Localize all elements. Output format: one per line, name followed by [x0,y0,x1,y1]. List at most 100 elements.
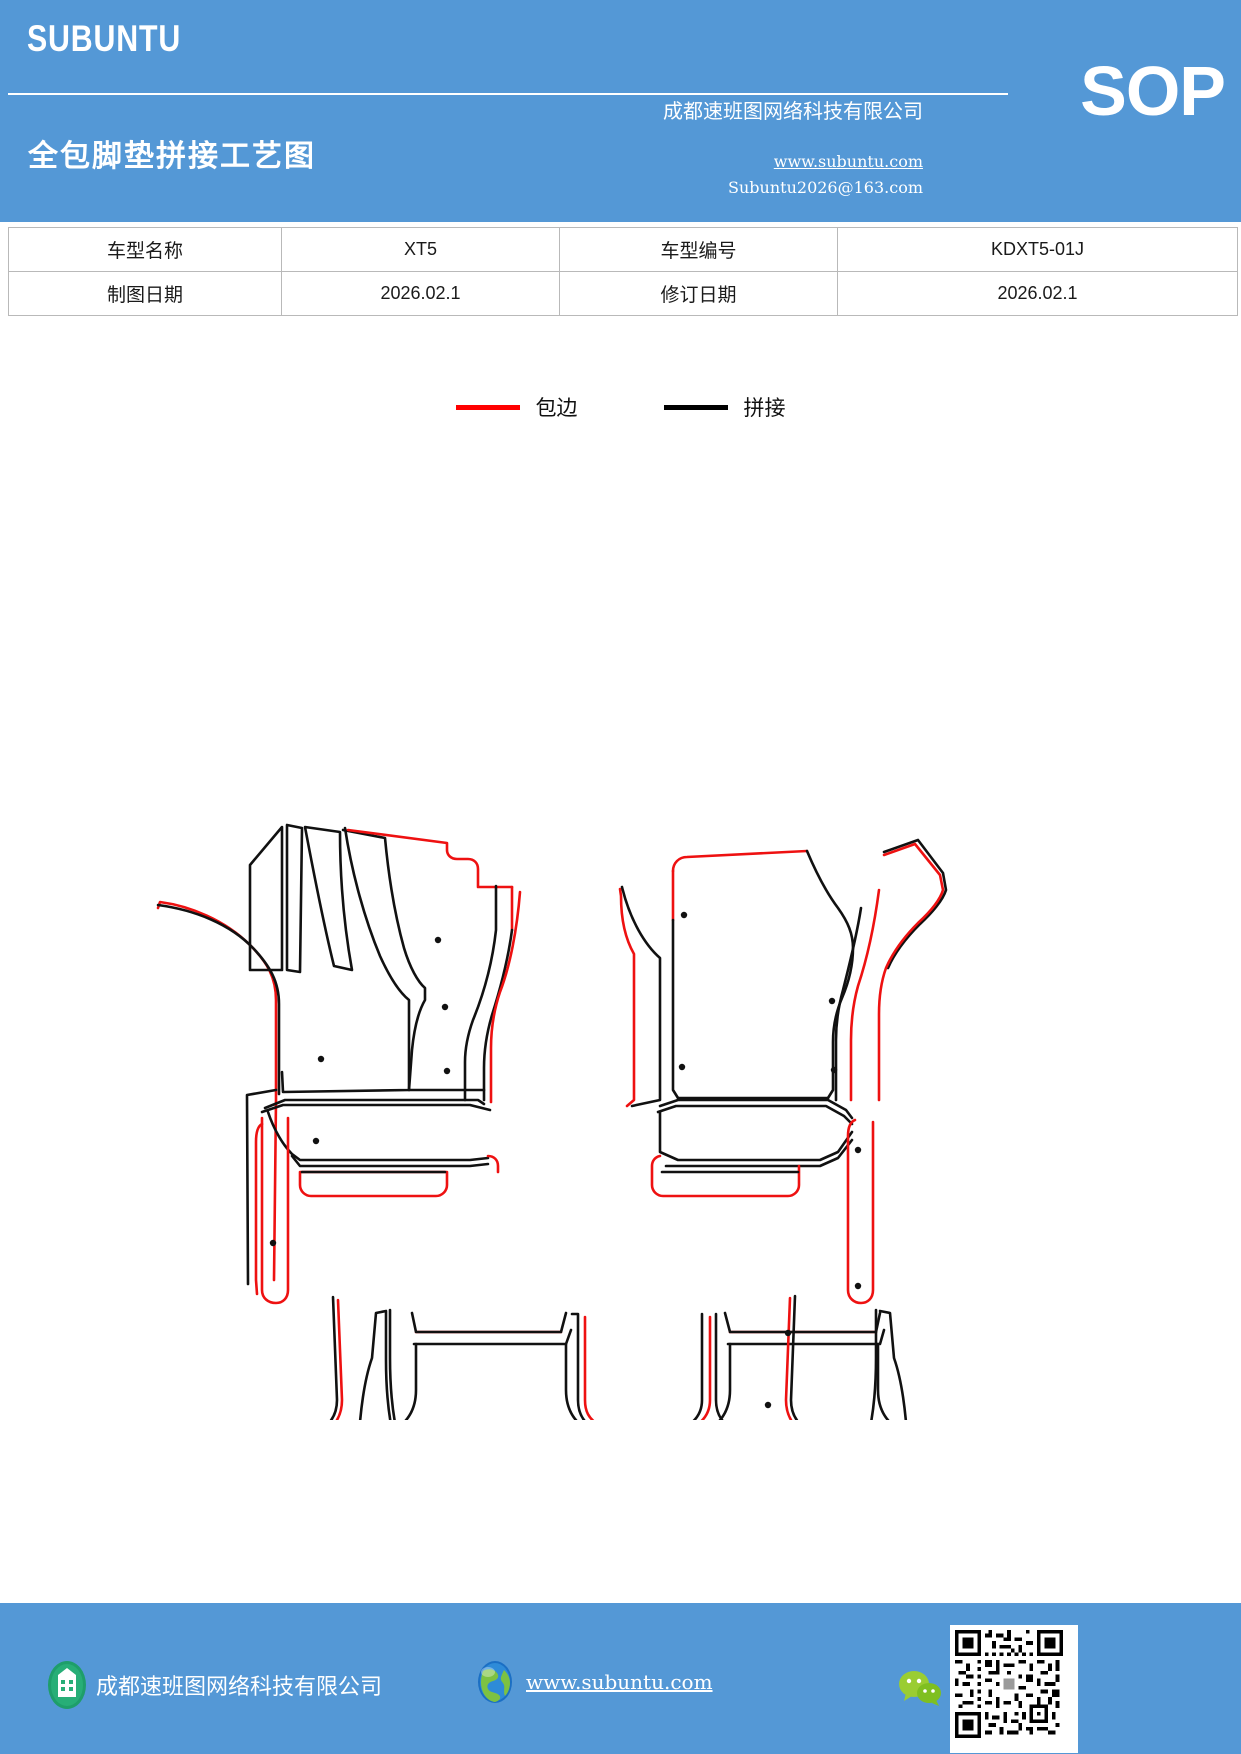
driver-band-left-curve-2 [290,1154,490,1168]
passenger-band-top [658,1098,854,1120]
black-line-swatch-icon [663,404,728,410]
model-name-value: XT5 [281,227,560,272]
mat-pattern-svg [156,823,948,1420]
driver-band-top-2 [260,1103,492,1114]
footer-company-block: 成都速班图网络科技有限公司 [46,1659,382,1711]
passenger-top-right-wing-red [877,842,945,1102]
passenger-sill-piece-red [650,1154,801,1198]
passenger-band-top-2 [656,1104,854,1126]
driver-mat-top-black-seam [280,828,427,1094]
rear-left-wing-red [335,1298,344,1420]
page-title: 全包脚垫拼接工艺图 [28,139,316,174]
passenger-right-piece-black [834,906,863,1102]
page-footer: 成都速班图网络科技有限公司 www.subuntu.com [0,1603,1241,1754]
driver-mat-top-red-binding [346,828,514,889]
rear-upper-left-piece [410,1311,568,1334]
rivet-dot [678,1063,686,1071]
model-code-label: 车型编号 [559,227,838,272]
driver-side-front-mat [156,823,522,1305]
rear-upper-left-leg [404,1342,418,1420]
vehicle-info-table: 车型名称 XT5 车型编号 KDXT5-01J 制图日期 2026.02.1 修… [8,227,1238,316]
footer-website-link[interactable]: www.subuntu.com [526,1670,713,1694]
legend: 包边 拼接 [0,392,1241,422]
rivet-dot [434,936,442,944]
rear-left-wing-black [329,1295,339,1420]
table-row: 制图日期 2026.02.1 修订日期 2026.02.1 [8,271,1238,316]
revision-date-label: 修订日期 [559,271,838,316]
sop-badge: SOP [1080,52,1226,130]
rivet-dot [764,1401,772,1409]
passenger-left-flap-red [618,887,636,1108]
qr-code [950,1625,1078,1753]
rivet-dot [312,1137,320,1145]
page-header: SUBUNTU 全包脚垫拼接工艺图 成都速班图网络科技有限公司 SOP www.… [0,0,1241,222]
driver-top-left-piece [248,825,284,972]
driver-left-flap-bottom [245,1088,278,1286]
qr-code-image [955,1630,1063,1738]
building-icon [48,1661,86,1709]
rear-tunnel-right-outer [714,1312,724,1420]
driver-band-left-curve [266,1110,490,1162]
rear-left-rail-black [358,1309,392,1420]
table-row: 车型名称 XT5 车型编号 KDXT5-01J [8,227,1238,272]
rear-tunnel-right-red [700,1315,712,1420]
rear-floor-mat [329,1294,908,1420]
driver-mat-inner-seam [343,826,411,1092]
floor-mat-technical-drawing [0,400,1241,1420]
rear-right-rail-inner [870,1308,878,1420]
brand-logo: SUBUNTU [27,18,182,59]
revision-date-value: 2026.02.1 [837,271,1238,316]
legend-item-splice: 拼接 [663,392,786,422]
header-divider [8,93,1008,95]
rear-right-rail-black [878,1309,908,1420]
rear-upper-right-piece-2 [726,1328,886,1346]
legend-label-binding: 包边 [535,396,578,420]
rear-upper-right-leg [718,1342,732,1420]
rivet-dot [828,997,836,1005]
rear-left-rail-inner [388,1308,396,1420]
driver-right-side-piece [463,884,498,1102]
footer-company-name: 成都速班图网络科技有限公司 [96,1675,383,1700]
draw-date-value: 2026.02.1 [281,271,560,316]
rivet-dot [441,1003,449,1011]
rivet-dot [680,911,688,919]
rear-upper-right-piece [723,1311,882,1334]
model-code-value: KDXT5-01J [837,227,1238,272]
driver-long-left-strip [260,1116,290,1305]
rear-upper-left-leg-r [564,1342,578,1420]
rivet-dot [443,1067,451,1075]
passenger-long-right-strip [846,1118,875,1305]
footer-website-block[interactable]: www.subuntu.com [474,1659,713,1705]
header-email: Subuntu2026@163.com [728,178,923,197]
passenger-band-body [658,1110,854,1162]
header-company-name: 成都速班图网络科技有限公司 [663,99,923,123]
rear-right-wing-black [789,1294,799,1420]
driver-right-side-red [489,890,522,1104]
driver-outer-strip-red [254,1122,264,1296]
rear-right-wing-red [784,1296,793,1420]
header-website-link[interactable]: www.subuntu.com [773,152,923,171]
rivet-dot [784,1329,792,1337]
passenger-mat-left-black [671,918,680,1100]
passenger-mat-top-red [671,849,809,873]
rivet-dot [854,1282,862,1290]
rivet-dot [269,1239,277,1247]
globe-icon [478,1661,512,1703]
rivet-dot [830,1066,838,1074]
wechat-icon [899,1671,941,1706]
passenger-side-front-mat [618,838,948,1305]
passenger-top-right-wing-black [882,838,948,970]
driver-band-top [263,1098,486,1110]
rear-tunnel-left-black [570,1312,586,1420]
rivet-dot [854,1146,862,1154]
driver-top-narrow-piece [285,823,304,974]
driver-mat-right-black [482,928,514,1102]
driver-left-flap-red-edge [156,900,278,1282]
rear-upper-right-leg-r [876,1342,890,1420]
rivet-dot [317,1055,325,1063]
rear-tunnel-left-red [583,1315,595,1420]
passenger-band-body-2 [664,1138,854,1168]
driver-band-right-red [486,1154,500,1174]
legend-item-binding: 包边 [455,392,578,422]
driver-left-flap-black-seam [156,903,281,1096]
